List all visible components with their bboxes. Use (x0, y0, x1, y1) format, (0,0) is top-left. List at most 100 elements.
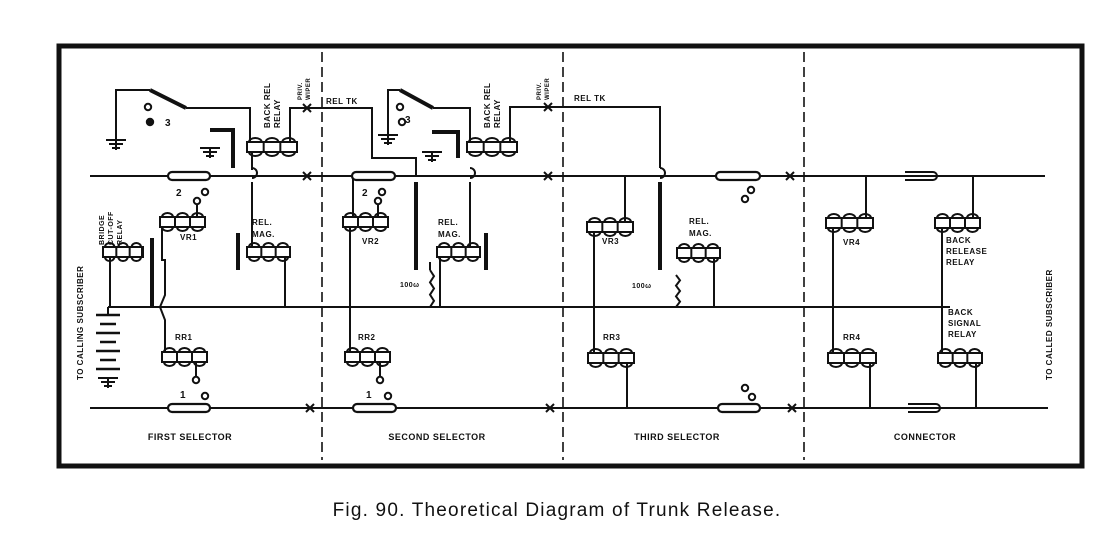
rr4-coil-bump (861, 362, 875, 368)
vr2-contact (373, 196, 383, 206)
section-label-second-selector: SECOND SELECTOR (388, 432, 485, 442)
vr2-coil-bump (374, 212, 387, 218)
rr4-relay (827, 352, 877, 364)
priv-wiper-label-2b: WIPER (545, 78, 551, 100)
battery-ground-icon (98, 377, 118, 388)
vr1-coil-bump (191, 226, 204, 232)
bridge-cut-off-label-c: RELAY (117, 219, 124, 245)
vr4-coil-bump (827, 213, 841, 219)
bridge-cut-off-label-b: CUT-OFF (108, 211, 115, 245)
back-rel-relay-1-coil-bump (248, 151, 263, 157)
s3b-contact (740, 383, 750, 393)
rel-mag-2-coil-bump (466, 256, 479, 262)
s2-contact (397, 117, 407, 127)
vr2-coil-bump (374, 226, 387, 232)
rr2-contact (375, 375, 385, 385)
rr1-coil-bump (178, 347, 191, 353)
back-rel-relay-label-1a: BACK REL (263, 83, 272, 128)
rr1-coil-bump (193, 361, 206, 367)
s1-1-contact (200, 391, 210, 401)
rr3-coil-bump (604, 348, 618, 354)
switch-wire-1 (186, 107, 251, 142)
vr3-coil-bump (588, 217, 602, 223)
rr3-relay (587, 352, 635, 364)
rel-mag-1-coil-bump (248, 256, 261, 262)
back-release-relay-label-b: RELEASE (946, 247, 987, 256)
rel-mag-2-coil-bump (466, 242, 479, 248)
priv-wiper-label-2a: PRIV. (537, 82, 543, 100)
rr2-relay (344, 351, 391, 363)
cut-x-mark (302, 171, 312, 181)
contact-3-label-1: 3 (165, 118, 171, 129)
bridge-cut-off-coil-bump (104, 242, 116, 248)
rr2-label: RR2 (358, 333, 376, 342)
cut-x-mark (543, 171, 553, 181)
rel-mag-3-coil-bump (706, 243, 719, 249)
rel-mag-label-1b: MAG. (252, 230, 275, 239)
back-release-relay-relay (934, 217, 981, 229)
rr1-coil-bump (163, 361, 176, 367)
rr4-coil-bump (845, 362, 859, 368)
s2-1-contact (383, 391, 393, 401)
cut-x-mark (787, 403, 797, 413)
rel-mag-1-coil-bump (276, 256, 289, 262)
vr2-relay (342, 216, 389, 228)
vr1-coil-bump (176, 212, 189, 218)
rr2-coil-bump (346, 347, 359, 353)
rr1-relay (161, 351, 208, 363)
second-top-wiper-tube (350, 170, 397, 182)
section-label-third-selector: THIRD SELECTOR (634, 432, 720, 442)
rel-mag-1-relay (246, 246, 291, 258)
rel-mag-2-coil-bump (438, 242, 451, 248)
vr1-coil-bump (191, 212, 204, 218)
ground-wire-2 (387, 89, 400, 135)
back-release-relay-coil-bump (951, 213, 964, 219)
back-release-relay-coil-bump (966, 227, 979, 233)
bridge-cut-off-label-a: BRIDGE (99, 215, 106, 245)
back-rel-relay-2-coil-bump (468, 151, 483, 157)
rel-mag-label-3a: REL. (689, 217, 709, 226)
back-rel-relay-1-coil-bump (281, 137, 296, 143)
s3-contact (740, 194, 750, 204)
connector-bottom-jack-icon (908, 403, 941, 413)
priv-wiper-label-1b: WIPER (306, 78, 312, 100)
ground-wire-1b (210, 128, 235, 168)
back-rel-relay-label-1b: RELAY (273, 99, 282, 128)
rel-mag-3-coil-bump (692, 243, 705, 249)
back-release-relay-coil-bump (936, 213, 949, 219)
priv-wiper-label-1a: PRIV. (298, 82, 304, 100)
rr2-coil-bump (376, 361, 389, 367)
vr4-coil-bump (858, 227, 872, 233)
cut-x-mark (302, 103, 312, 113)
cut-x-mark (785, 171, 795, 181)
vr1-rr1-wire (158, 228, 166, 352)
back-rel-relay-2-coil-bump (484, 137, 500, 143)
back-rel-relay-label-2a: BACK REL (483, 83, 492, 128)
rel-tk-label-2: REL TK (574, 94, 606, 103)
vr3-coil-bump (603, 217, 617, 223)
back-rel-relay-1-relay (246, 141, 298, 153)
contact-2-label-1: 2 (176, 188, 182, 199)
rr2-coil-bump (361, 347, 374, 353)
switch-ground-icon (106, 139, 126, 150)
figure-caption: Fig. 90. Theoretical Diagram of Trunk Re… (333, 500, 782, 521)
back-signal-relay-coil-bump (968, 348, 981, 354)
rr1-label: RR1 (175, 333, 193, 342)
rr1-coil-bump (193, 347, 206, 353)
first-wire-hop (251, 167, 258, 179)
back-rel-relay-1-coil-bump (264, 137, 280, 143)
back-rel-relay-1-coil-bump (281, 151, 296, 157)
relay-ground-icon (200, 147, 220, 158)
back-rel-relay-2-coil-bump (501, 137, 516, 143)
rel-tk-wire-2 (509, 106, 661, 168)
s1-contact (145, 117, 155, 127)
vr3-relay (586, 221, 634, 233)
back-release-relay-label-a: BACK (946, 236, 971, 245)
back-signal-relay-label-c: RELAY (948, 330, 977, 339)
rr3-coil-bump (589, 362, 603, 368)
rr4-coil-bump (845, 348, 859, 354)
back-release-relay-coil-bump (951, 227, 964, 233)
back-rel-relay-2-coil-bump (468, 137, 483, 143)
rr3-coil-bump (589, 348, 603, 354)
rr4-coil-bump (861, 348, 875, 354)
